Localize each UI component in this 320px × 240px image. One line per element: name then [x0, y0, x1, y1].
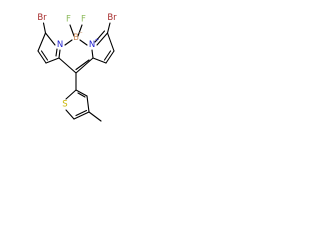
bond-cbr-left-to-cring: [42, 22, 47, 34]
bond-dbl-right-to-meso: [75, 59, 90, 71]
bond-n-left-to-b: [64, 39, 73, 46]
bond-left-c1-c2: [37, 32, 47, 52]
bond-cbr-right-to-cring: [106, 22, 111, 34]
bond-right-to-meso: [75, 57, 94, 74]
bond-thio-s-to-c5: [65, 109, 75, 120]
bond-b-to-f-left: [69, 24, 75, 37]
bond-right-dbl-c2-c3: [103, 50, 112, 61]
bond-right-c1-c2: [106, 32, 115, 52]
bond-thio-dbl-c5-c4: [75, 109, 88, 117]
nitrogen-charge-label: +: [95, 38, 100, 44]
bond-b-to-n-right: [79, 39, 88, 46]
bond-lines: [37, 22, 115, 122]
bromine-label-left: Br: [37, 13, 47, 23]
bond-right-c1-n: [96, 32, 109, 46]
bond-left-c3-c4: [45, 57, 60, 64]
fluorine-label-right: F: [81, 15, 86, 25]
bond-left-c1-n: [44, 32, 56, 46]
bond-thio-c2-to-s: [65, 89, 77, 100]
bond-thio-c5-to-c4: [73, 111, 90, 120]
boron-label: B: [73, 33, 79, 43]
bond-b-to-f-right: [77, 24, 83, 37]
bond-left-c2-c3: [37, 50, 47, 64]
bond-thio-c4-to-c3: [86, 95, 90, 113]
bond-right-dbl-c1-n: [94, 30, 106, 43]
bond-left-dbl-c4-n: [55, 48, 58, 57]
nitrogen-label-right: N: [89, 40, 95, 50]
sulfur-label: S: [62, 100, 67, 110]
bond-thio-c3-to-c2: [75, 89, 88, 97]
boron-charge-label: −: [78, 30, 83, 36]
bond-left-dbl-c2-c3: [40, 50, 49, 61]
bond-left-c4-n: [58, 49, 61, 59]
bond-thio-dbl-c2-c3: [77, 92, 86, 98]
molecule-structure-diagram: Br Br F F B − N N + S: [0, 0, 152, 152]
nitrogen-label-left: N: [57, 40, 63, 50]
bond-thio-c4-to-methyl: [88, 111, 102, 122]
fluorine-label-left: F: [66, 15, 71, 25]
bond-right-c3-c4: [92, 57, 107, 64]
atom-labels: Br Br F F B − N N + S: [37, 13, 117, 110]
bromine-label-right: Br: [107, 13, 117, 23]
bond-left-to-meso: [58, 57, 77, 74]
bond-right-c2-c3: [105, 50, 115, 64]
bond-right-c4-n: [91, 49, 94, 59]
